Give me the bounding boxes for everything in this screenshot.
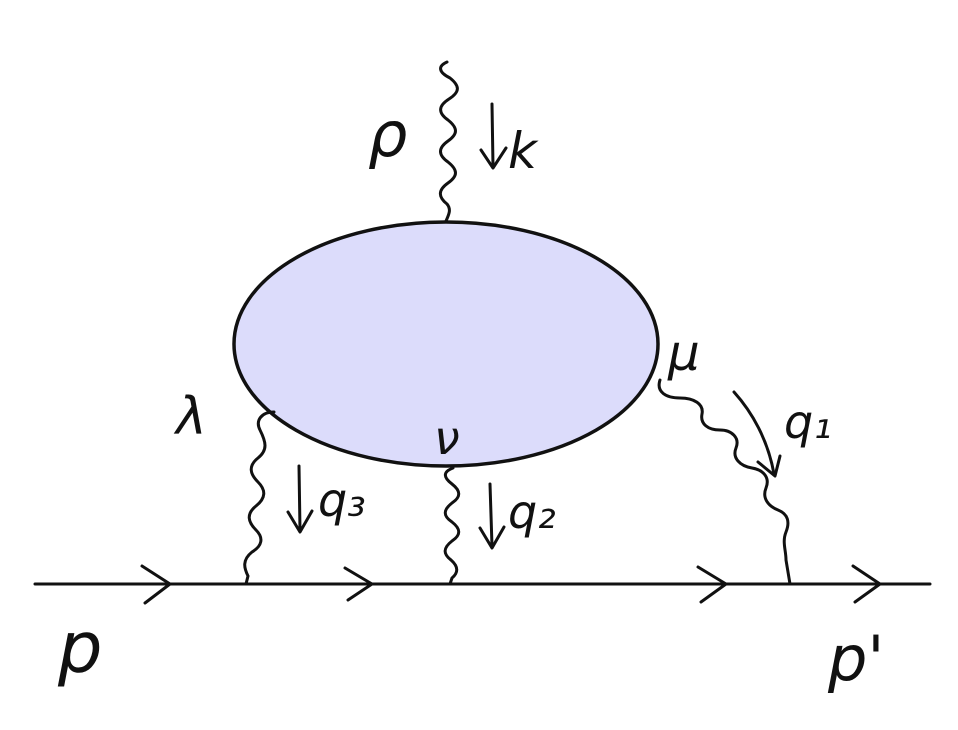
fermion-arrow-2	[343, 566, 374, 602]
label-q3: q₃	[318, 473, 366, 527]
q2-momentum-arrow	[478, 482, 506, 550]
label-lambda: λ	[173, 387, 207, 447]
k-momentum-arrow	[479, 102, 508, 170]
label-q2: q₂	[508, 485, 556, 539]
label-rho: ρ	[368, 98, 407, 171]
fermion-arrow-4	[851, 564, 882, 604]
fermion-arrow-1	[140, 564, 172, 605]
label-nu: ν	[434, 411, 460, 465]
fermion-arrow-3	[696, 565, 728, 604]
q1-momentum-arrow	[732, 390, 782, 478]
q3-momentum-arrow	[286, 464, 314, 534]
label-q1: q₁	[784, 395, 832, 449]
photon-q1	[657, 378, 792, 586]
photon-q3	[243, 410, 276, 586]
label-mu: μ	[667, 324, 700, 382]
external-photon	[438, 60, 459, 223]
label-p-out: p'	[827, 622, 884, 695]
label-k: k	[508, 122, 539, 180]
label-p-in: p	[57, 607, 102, 689]
photon-q2	[443, 466, 461, 586]
